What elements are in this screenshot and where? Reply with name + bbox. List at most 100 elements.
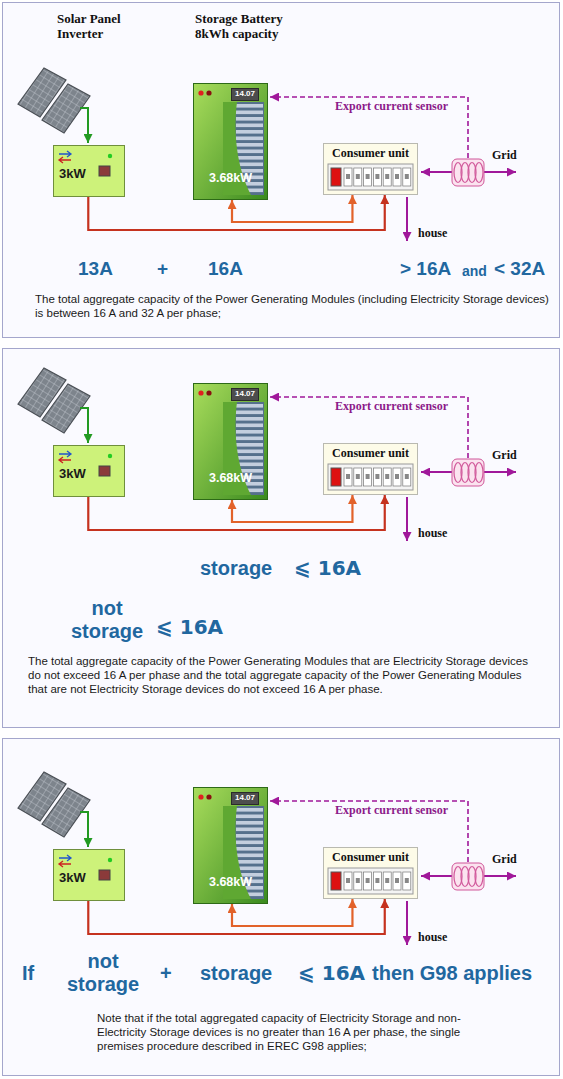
inverter-switch	[99, 870, 110, 880]
breaker	[393, 168, 401, 186]
callout-label: house	[418, 931, 447, 945]
panel-ground	[2, 738, 560, 1076]
current-sensor	[452, 863, 484, 890]
breaker	[364, 168, 372, 186]
unit-title: Consumer unit	[332, 446, 409, 460]
vent-slat	[236, 834, 263, 838]
status-led	[198, 390, 203, 395]
callout-label: Export current sensor	[335, 400, 448, 414]
breaker-toggle	[366, 474, 370, 479]
rule-note: Note that if the total aggregated capaci…	[97, 1012, 507, 1053]
main-switch	[331, 468, 341, 486]
callout-label: house	[418, 527, 447, 541]
vent-slat	[236, 443, 263, 447]
breaker-toggle	[385, 878, 389, 883]
inverter-case	[54, 146, 125, 197]
status-led	[108, 454, 112, 458]
breaker-toggle	[405, 174, 409, 179]
breaker-toggle	[395, 474, 399, 479]
breaker-toggle	[356, 878, 360, 883]
status-led	[198, 90, 203, 95]
capacity-label: < 32A	[494, 258, 545, 280]
consumer-unit-box: Consumer unit	[323, 443, 418, 495]
power-rating: 3kW	[59, 166, 86, 182]
ac-cable	[88, 495, 384, 530]
vent-slat	[236, 456, 263, 460]
vent-slat	[236, 815, 263, 819]
breaker	[344, 168, 352, 186]
status-led	[206, 90, 211, 95]
dc-feed-arrow	[80, 408, 88, 443]
main-switch	[331, 872, 341, 890]
consumer-unit-case	[324, 444, 418, 495]
breaker	[403, 168, 411, 186]
capacity-label: not storage	[62, 597, 152, 643]
callout-label: Export current sensor	[335, 100, 448, 114]
breaker-toggle	[375, 474, 379, 479]
unit-title: Consumer unit	[332, 146, 409, 160]
callout-label: Grid	[492, 149, 517, 163]
battery-display: 14.07	[231, 388, 259, 401]
vent-slat	[236, 450, 263, 454]
vent-slat	[236, 124, 263, 128]
capacity-label: +	[160, 962, 172, 985]
power-rating: 3kW	[59, 466, 86, 482]
vent-slat	[236, 411, 263, 415]
inverter-box: 3kW	[53, 445, 125, 497]
consumer-unit-box: Consumer unit	[323, 143, 418, 195]
vent-slat	[236, 854, 263, 858]
house-arrow	[406, 901, 408, 945]
battery-display: 14.07	[231, 792, 259, 805]
vent-slat	[236, 117, 263, 121]
power-rating: 3.68kW	[209, 171, 252, 186]
battery-display: 14.07	[231, 88, 259, 101]
breaker	[344, 468, 352, 486]
breaker-toggle	[366, 878, 370, 883]
rule-note: The total aggregate capacity of the Powe…	[28, 655, 540, 696]
vent-slat	[236, 417, 263, 421]
breaker-rail	[328, 868, 413, 894]
battery-case	[194, 84, 268, 200]
vent-slat	[236, 437, 263, 441]
rule-panel: 3kW14.073.68kWConsumer unitThe total agg…	[2, 2, 560, 338]
capacity-label: ⩽ 16A	[156, 616, 223, 639]
breaker	[403, 872, 411, 890]
rule-panel: 3kW14.073.68kWConsumer unitNote that if …	[2, 738, 560, 1076]
vent-slat	[236, 104, 263, 108]
inverter-switch	[99, 466, 110, 476]
breaker-toggle	[346, 878, 350, 883]
capacity-label: ⩽ 16A	[298, 962, 365, 985]
inverter-switch	[99, 166, 110, 176]
panel-ground	[2, 348, 560, 728]
main-switch	[331, 168, 341, 186]
battery-box: 14.073.68kW	[193, 787, 268, 904]
breaker	[393, 468, 401, 486]
inverter-icon	[59, 855, 71, 861]
breaker-toggle	[385, 174, 389, 179]
power-rating: 3kW	[59, 870, 86, 886]
callout-label: Solar Panel Inverter	[57, 12, 149, 42]
breaker	[403, 468, 411, 486]
capacity-label: not storage	[58, 950, 148, 996]
vent-slat	[236, 430, 263, 434]
status-led	[108, 154, 112, 158]
panel-illustration	[18, 772, 516, 945]
dc-feed-arrow	[80, 812, 88, 847]
panel-illustration	[18, 68, 516, 241]
breaker	[373, 872, 381, 890]
vent-slat	[236, 821, 263, 825]
inverter-icon	[59, 457, 71, 463]
breaker	[344, 872, 352, 890]
callout-label: Grid	[492, 853, 517, 867]
breaker	[373, 168, 381, 186]
battery-box: 14.07 3.68kW	[193, 83, 268, 200]
callout-label: Storage Battery 8kWh capacity	[195, 12, 287, 42]
vent-slat	[236, 828, 263, 832]
dc-feed-arrow	[80, 108, 88, 143]
vent-slat	[236, 156, 263, 160]
consumer-unit-case	[324, 144, 418, 195]
capacity-label: > 16A	[400, 258, 451, 280]
vent-slat	[236, 130, 263, 134]
